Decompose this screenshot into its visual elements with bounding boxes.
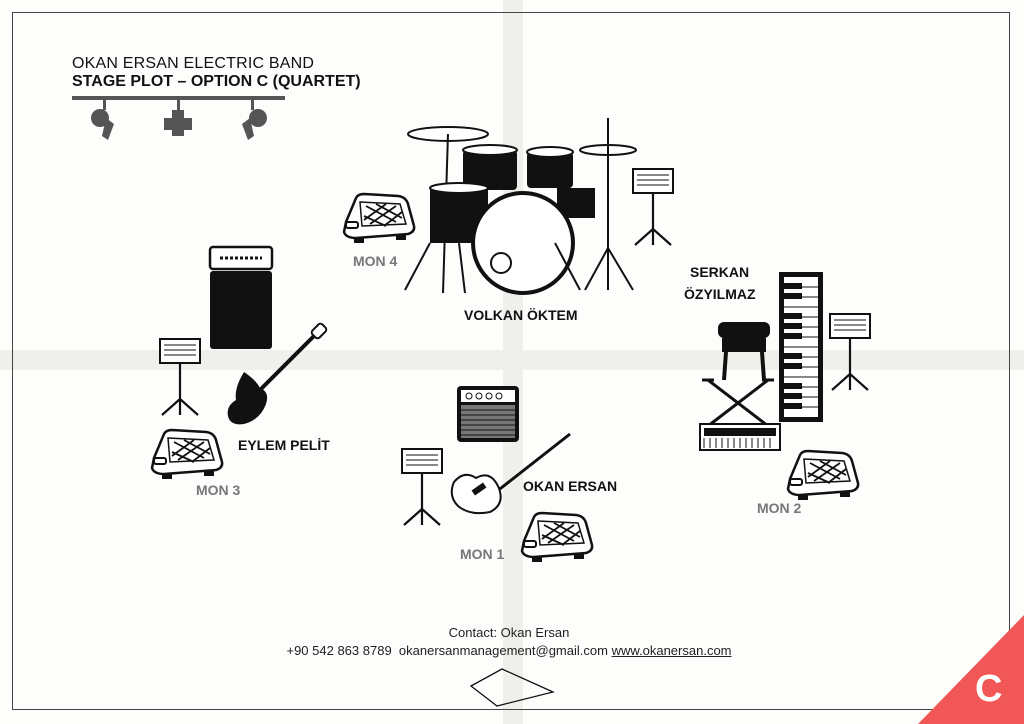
music-stand-icon (158, 337, 202, 417)
bass-amp-icon (208, 245, 274, 349)
synth-keyboard-icon (699, 378, 781, 451)
guitar-amp-icon (457, 386, 519, 442)
stage-centerline-horizontal (0, 350, 1024, 370)
contact-email: okanersanmanagement@gmail.com (398, 643, 608, 658)
electric-guitar-icon (450, 432, 571, 515)
stage-plot-title: STAGE PLOT – OPTION C (QUARTET) (72, 73, 361, 90)
piano-bench-icon (718, 322, 770, 381)
monitor-wedge-3-icon (148, 428, 224, 480)
music-stand-icon (400, 447, 444, 527)
keyboardist-label-first: SERKAN (690, 264, 750, 280)
monitor-wedge-1-icon (518, 511, 594, 563)
monitor-3-label: MON 3 (196, 482, 241, 498)
music-stand-icon (828, 312, 872, 392)
website-link[interactable]: www.okanersan.com (611, 643, 732, 658)
bassist-label: EYLEM PELİT (238, 437, 330, 453)
guitarist-label: OKAN ERSAN (523, 478, 618, 494)
drum-kit-icon (404, 118, 637, 295)
monitor-2-label: MON 2 (757, 500, 802, 516)
piano-keyboard-icon (779, 272, 823, 422)
music-stand-icon (631, 167, 675, 247)
keyboardist-label-last: ÖZYILMAZ (684, 286, 756, 302)
contact-details: +90 542 863 8789 okanersanmanagement@gma… (0, 643, 1018, 658)
monitor-4-label: MON 4 (353, 253, 398, 269)
drummer-label: VOLKAN ÖKTEM (464, 307, 578, 323)
lighting-truss-icon (72, 96, 285, 140)
monitor-wedge-4-icon (340, 192, 416, 244)
contact-phone: +90 542 863 8789 (286, 643, 392, 658)
band-title: OKAN ERSAN ELECTRIC BAND (72, 55, 315, 72)
bass-guitar-icon (227, 322, 328, 425)
contact-name: Contact: Okan Ersan (448, 625, 570, 640)
option-letter: C (975, 668, 1003, 710)
monitor-wedge-2-icon (784, 449, 860, 501)
monitor-1-label: MON 1 (460, 546, 505, 562)
page-frame (12, 12, 1010, 710)
audience-marker-icon (469, 668, 555, 707)
option-corner-badge (918, 615, 1024, 724)
